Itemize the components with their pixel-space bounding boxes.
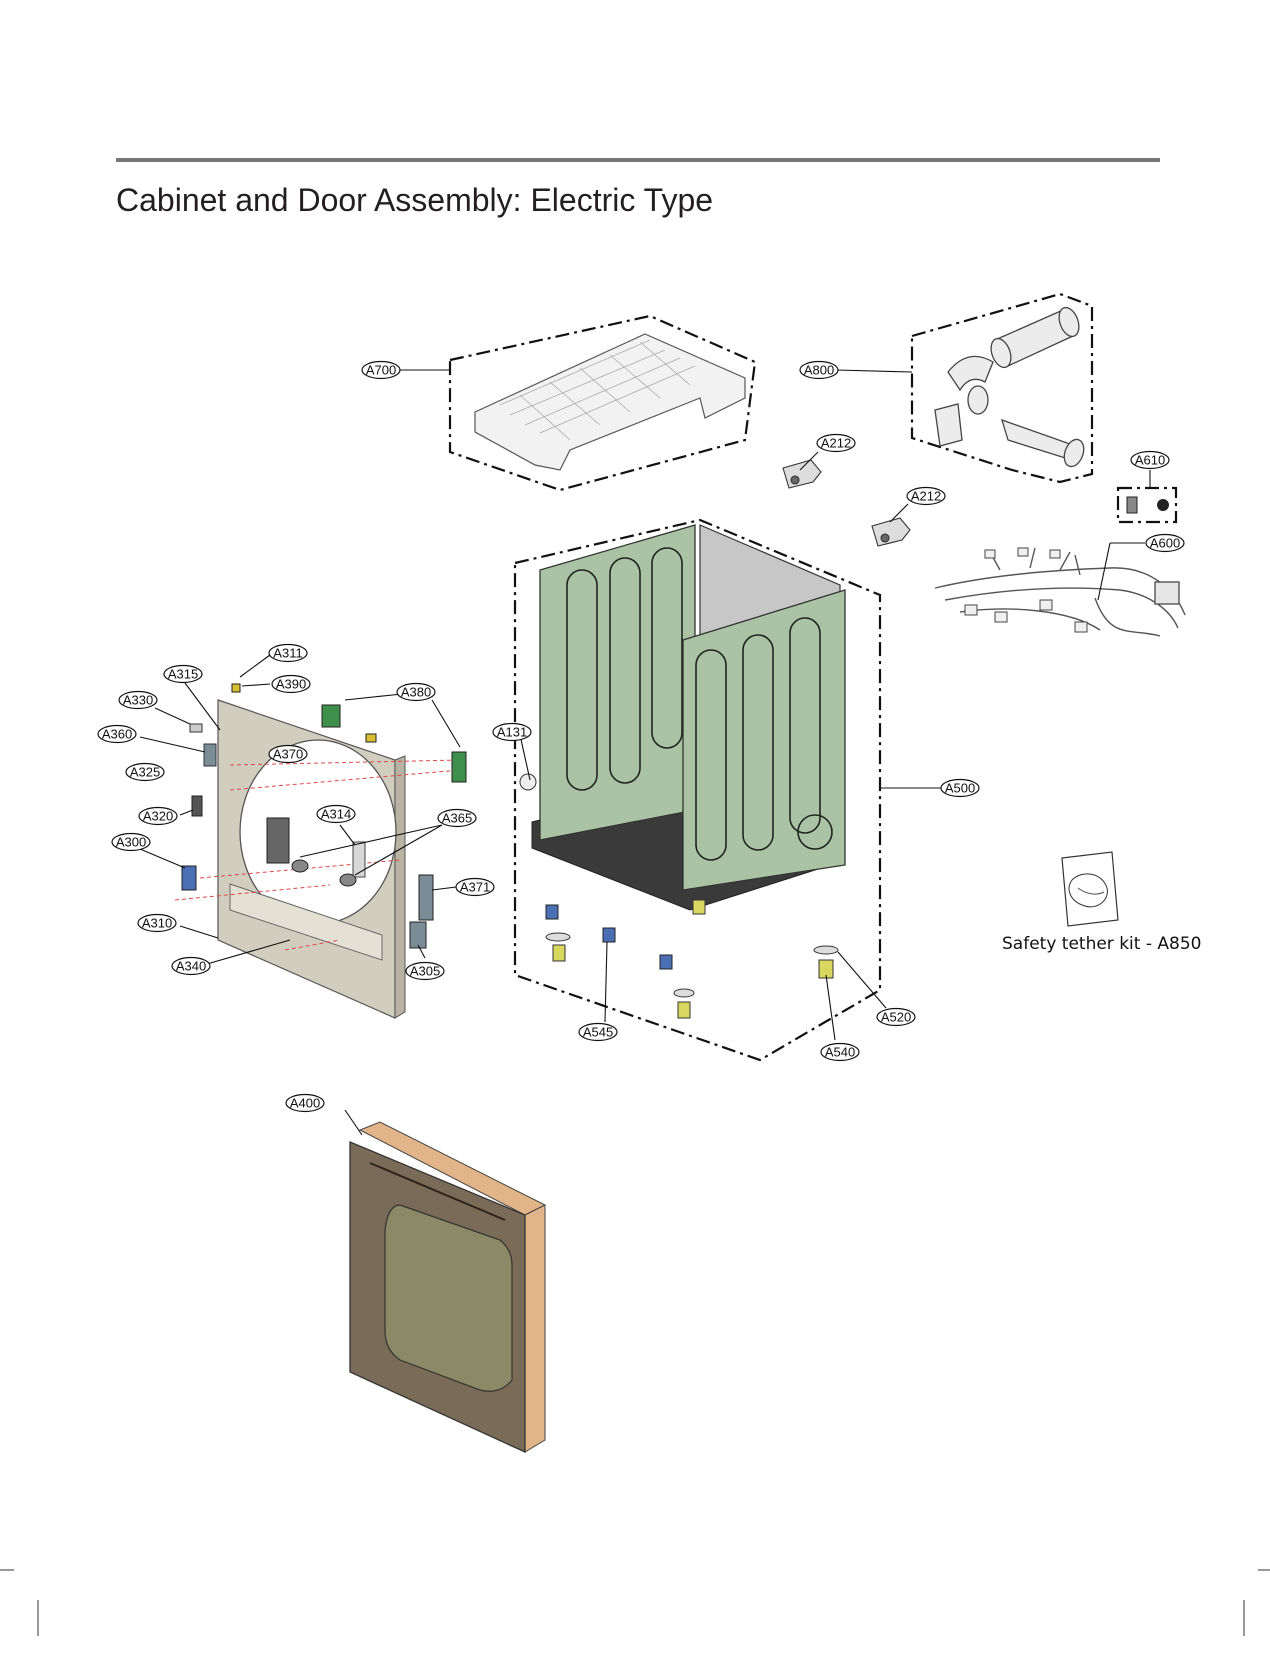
svg-text:A600: A600 — [1150, 536, 1180, 551]
callout-a400: A400 — [285, 1093, 325, 1113]
a131-grommet — [519, 773, 537, 791]
door-group — [349, 1121, 547, 1454]
callout-labels: A700 A800 A212 A212 A610 A600 A131 A500 … — [97, 360, 1185, 1113]
exhaust-duct-group — [910, 292, 1094, 484]
a610-clip — [1126, 496, 1138, 514]
callout-a310: A310 — [137, 913, 177, 933]
svg-text:A520: A520 — [881, 1010, 911, 1025]
callout-a340: A340 — [171, 956, 211, 976]
callout-a371: A371 — [455, 877, 495, 897]
callout-a131: A131 — [492, 722, 532, 742]
callout-a700: A700 — [361, 360, 401, 380]
callout-a365: A365 — [437, 808, 477, 828]
cabinet-boundary — [513, 518, 882, 1062]
duct-bracket — [934, 403, 963, 447]
header-rule — [116, 158, 1160, 162]
callout-a500: A500 — [940, 778, 980, 798]
svg-text:A212: A212 — [911, 489, 941, 504]
wire-harness — [934, 547, 1186, 637]
a610-boundary — [1116, 486, 1178, 524]
svg-text:A330: A330 — [123, 693, 153, 708]
leader-lines — [139, 369, 1151, 1136]
callout-a305: A305 — [405, 961, 445, 981]
callout-a320: A320 — [138, 806, 178, 826]
front-panel-small-parts — [181, 683, 467, 949]
duct-boundary — [910, 292, 1094, 484]
bracket-a212-upper — [782, 459, 822, 489]
callout-a600: A600 — [1145, 533, 1185, 553]
top-cover-grid — [499, 339, 696, 441]
svg-text:A700: A700 — [366, 363, 396, 378]
callout-a314: A314 — [316, 804, 356, 824]
callout-a300: A300 — [111, 832, 151, 852]
svg-text:A314: A314 — [321, 807, 351, 822]
door-window — [384, 1204, 513, 1392]
callout-a311: A311 — [268, 643, 308, 663]
cabinet-left-panel — [539, 524, 696, 841]
bracket-a212-lower — [871, 517, 911, 547]
svg-text:A305: A305 — [410, 964, 440, 979]
front-panel-group — [174, 683, 467, 1019]
svg-text:A390: A390 — [276, 677, 306, 692]
top-cover-boundary — [448, 314, 757, 492]
svg-text:A131: A131 — [497, 725, 527, 740]
callout-a370: A370 — [268, 744, 308, 764]
callout-a360: A360 — [97, 724, 137, 744]
svg-text:A311: A311 — [273, 646, 302, 661]
bracket-parts — [782, 459, 911, 547]
callout-a545: A545 — [578, 1022, 618, 1042]
svg-text:A340: A340 — [176, 959, 206, 974]
a610-group — [1116, 486, 1178, 524]
page-title: Cabinet and Door Assembly: Electric Type — [116, 182, 714, 218]
svg-text:A540: A540 — [825, 1045, 855, 1060]
callout-a610: A610 — [1130, 450, 1170, 470]
svg-text:A400: A400 — [290, 1096, 320, 1111]
svg-text:A365: A365 — [442, 811, 472, 826]
svg-text:A300: A300 — [116, 835, 146, 850]
cabinet-front-panel — [682, 589, 846, 891]
svg-text:A545: A545 — [583, 1025, 613, 1040]
svg-text:A370: A370 — [273, 747, 303, 762]
svg-text:A800: A800 — [804, 363, 834, 378]
svg-text:A325: A325 — [130, 765, 160, 780]
callout-a390: A390 — [271, 674, 311, 694]
svg-text:A212: A212 — [821, 436, 851, 451]
svg-text:A315: A315 — [168, 667, 198, 682]
callout-a800: A800 — [799, 360, 839, 380]
callout-a325: A325 — [125, 762, 165, 782]
callout-a520: A520 — [876, 1007, 916, 1027]
svg-text:A500: A500 — [945, 781, 975, 796]
svg-text:A360: A360 — [102, 727, 132, 742]
svg-text:A310: A310 — [142, 916, 172, 931]
svg-text:A320: A320 — [143, 809, 173, 824]
callout-a380: A380 — [396, 682, 436, 702]
callout-a540: A540 — [820, 1042, 860, 1062]
svg-text:A610: A610 — [1135, 453, 1165, 468]
svg-text:A380: A380 — [401, 685, 431, 700]
callout-a330: A330 — [118, 690, 158, 710]
top-cover-group — [448, 314, 757, 492]
safety-tether-kit-label: Safety tether kit - A850 — [1002, 934, 1202, 954]
a610-screw — [1157, 499, 1169, 511]
callout-a315: A315 — [163, 664, 203, 684]
callout-a212-lower: A212 — [906, 486, 946, 506]
svg-text:A371: A371 — [460, 880, 490, 895]
duct-elbow — [947, 355, 994, 392]
safety-tether-kit-bag — [1061, 851, 1119, 927]
cabinet-group — [513, 518, 882, 1062]
callout-a212-upper: A212 — [816, 433, 856, 453]
top-cover-part — [474, 333, 746, 471]
crop-marks — [0, 1569, 1270, 1636]
cabinet-feet — [545, 899, 839, 1019]
